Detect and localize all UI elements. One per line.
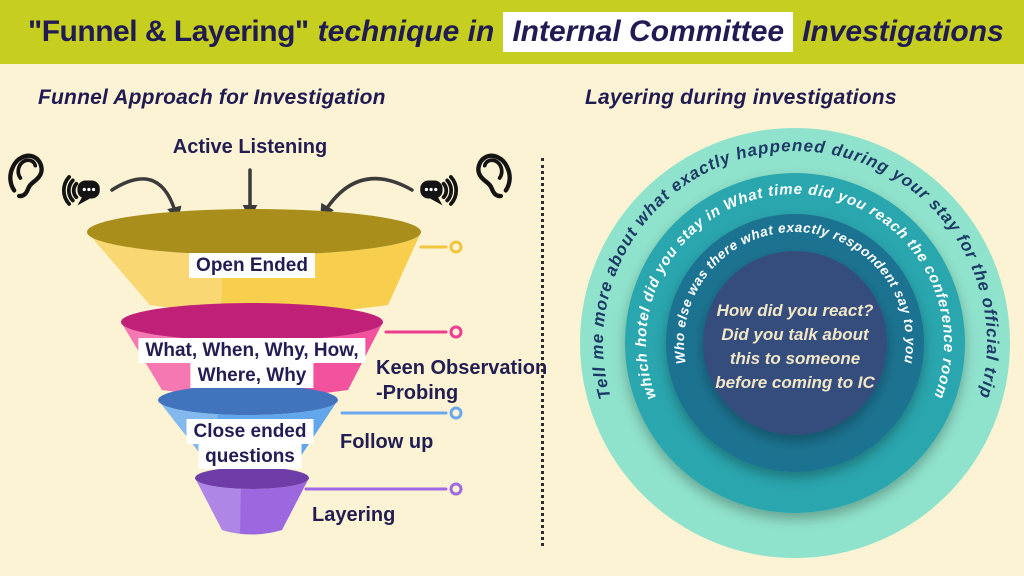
layering-rings-diagram: Tell me more about what exactly happened…: [580, 128, 1010, 558]
ear-listening-icon-right: [420, 153, 512, 206]
sound-waves-icon: [441, 175, 458, 206]
funnel-layer-layering: [195, 467, 309, 535]
header-bar: "Funnel & Layering" technique in Interna…: [0, 0, 1024, 64]
funnel-section-title: Funnel Approach for Investigation: [38, 86, 386, 109]
label-probing: What, When, Why, How, Where, Why: [138, 338, 366, 388]
arrow-right-icon: [320, 176, 414, 220]
ear-icon: [8, 153, 44, 199]
arrow-left-icon: [110, 177, 182, 222]
side-label-keen-observation: Keen Observation -Probing: [376, 357, 548, 404]
ear-icon: [476, 153, 512, 199]
label-close-ended: Close ended questions: [186, 419, 314, 469]
center-circle-text: How did you react? Did you talk about th…: [715, 301, 875, 393]
sound-waves-icon: [62, 175, 79, 206]
header-title-highlight: Internal Committee: [503, 12, 794, 52]
label-open-ended: Open Ended: [189, 253, 315, 278]
side-label-layering: Layering: [312, 504, 396, 526]
connector-follow-up: [340, 406, 463, 420]
connector-layering: [304, 482, 463, 496]
connector-open-ended: [419, 240, 463, 254]
funnel-inflow-arrows: [110, 168, 414, 222]
speech-bubble-icon: [420, 180, 443, 206]
active-listening-label: Active Listening: [172, 136, 328, 158]
ear-inner-curve: [482, 158, 504, 180]
ear-listening-icon-left: [8, 153, 100, 206]
connector-probing: [384, 325, 463, 339]
header-title-quoted: "Funnel & Layering": [28, 15, 309, 48]
header-title-tail: Investigations: [802, 15, 1004, 48]
ear-inner-curve: [16, 158, 38, 180]
layering-section-title: Layering during investigations: [585, 86, 897, 109]
center-circle: [703, 251, 887, 435]
header-title-middle: technique in: [317, 15, 495, 48]
dotted-divider: [541, 158, 544, 546]
side-label-follow-up: Follow up: [340, 431, 434, 453]
speech-bubble-icon: [77, 180, 100, 206]
